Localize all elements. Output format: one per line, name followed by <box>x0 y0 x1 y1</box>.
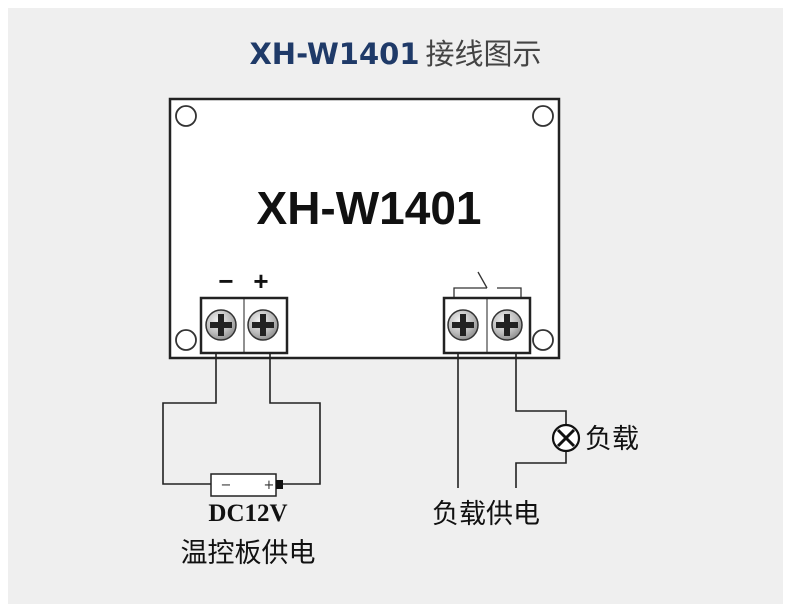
terminal-minus-label: − <box>218 266 233 296</box>
mounting-hole-icon <box>532 329 554 351</box>
power-wiring <box>162 353 321 485</box>
mounting-hole-icon <box>175 105 197 127</box>
load-label: 负载 <box>585 424 639 455</box>
lamp-cross-icon <box>551 423 581 453</box>
mounting-hole-icon <box>175 329 197 351</box>
title-model: XH-W1401 <box>249 37 420 71</box>
voltage-label: DC12V <box>208 500 287 527</box>
load-power-label: 负载供电 <box>432 499 540 530</box>
battery-minus-label: − <box>221 478 232 493</box>
battery-icon: − + <box>210 473 283 497</box>
screw-terminal-icon <box>205 309 237 341</box>
relay-switch-icon <box>453 271 522 297</box>
screw-terminal-icon <box>491 309 523 341</box>
screw-terminal-icon <box>247 309 279 341</box>
controller-power-label: 温控板供电 <box>181 538 316 569</box>
load-wiring <box>457 353 567 488</box>
battery-plus-label: + <box>264 478 275 493</box>
mounting-hole-icon <box>532 105 554 127</box>
terminal-plus-label: + <box>253 266 268 296</box>
relay-terminal-block <box>442 271 532 355</box>
title-subtitle: 接线图示 <box>425 37 542 71</box>
board-model-label: XH-W1401 <box>257 182 482 234</box>
power-terminal-block <box>199 296 289 355</box>
screw-terminal-icon <box>447 309 479 341</box>
